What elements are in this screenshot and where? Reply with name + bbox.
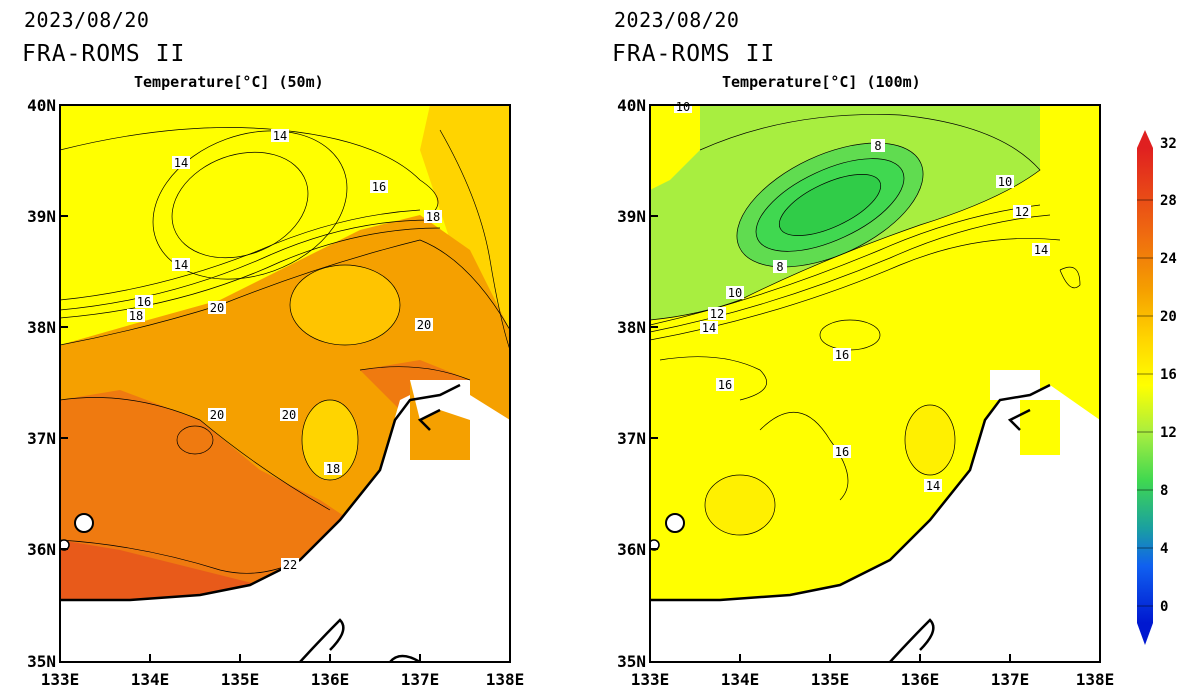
right-lat-label: 37N bbox=[617, 429, 646, 448]
left-date: 2023/08/20 bbox=[24, 8, 150, 32]
left-map-field bbox=[60, 105, 510, 662]
colorbar-label: 20 bbox=[1160, 309, 1177, 325]
right-subtitle: Temperature[°C] (100m) bbox=[722, 73, 921, 91]
right-map-frame bbox=[649, 104, 1101, 663]
right-lat-label: 39N bbox=[617, 207, 646, 226]
contour-label: 10 bbox=[728, 286, 742, 300]
axis-labels: 40N 39N 38N 37N 36N 35N 133E 134E 135E 1… bbox=[27, 96, 1114, 689]
contour-label: 20 bbox=[282, 408, 296, 422]
contour-label: 20 bbox=[210, 301, 224, 315]
left-lon-label: 136E bbox=[311, 670, 350, 689]
left-lat-label: 39N bbox=[27, 207, 56, 226]
contour-label: 10 bbox=[998, 175, 1012, 189]
left-lon-label: 137E bbox=[401, 670, 440, 689]
left-map-frame bbox=[59, 104, 511, 663]
right-contour-labels: 10 8 8 10 12 14 10 12 14 16 16 16 14 bbox=[674, 100, 1050, 493]
contour-label: 16 bbox=[835, 445, 849, 459]
left-lon-label: 138E bbox=[486, 670, 525, 689]
contour-label: 16 bbox=[372, 180, 386, 194]
right-lon-label: 134E bbox=[721, 670, 760, 689]
right-lat-label: 40N bbox=[617, 96, 646, 115]
right-lon-label: 136E bbox=[901, 670, 940, 689]
colorbar-label: 24 bbox=[1160, 251, 1177, 267]
left-lon-label: 135E bbox=[221, 670, 260, 689]
left-lat-label: 35N bbox=[27, 652, 56, 671]
left-lat-label: 37N bbox=[27, 429, 56, 448]
contour-label: 14 bbox=[1034, 243, 1048, 257]
left-model-name: FRA-ROMS II bbox=[22, 41, 186, 67]
left-lon-label: 133E bbox=[41, 670, 80, 689]
tick-marks bbox=[60, 215, 1011, 662]
contour-label: 14 bbox=[926, 479, 940, 493]
right-lat-label: 38N bbox=[617, 318, 646, 337]
contour-label: 18 bbox=[426, 210, 440, 224]
contour-label: 12 bbox=[1015, 205, 1029, 219]
right-lon-label: 138E bbox=[1076, 670, 1115, 689]
left-subtitle: Temperature[°C] (50m) bbox=[134, 73, 324, 91]
colorbar-label: 12 bbox=[1160, 425, 1177, 441]
right-lat-label: 35N bbox=[617, 652, 646, 671]
left-lat-label: 40N bbox=[27, 96, 56, 115]
left-contour-labels: 14 14 16 18 14 16 18 20 20 20 20 18 22 bbox=[127, 129, 442, 572]
colorbar-label: 16 bbox=[1160, 367, 1177, 383]
contour-label: 16 bbox=[835, 348, 849, 362]
colorbar-label: 28 bbox=[1160, 193, 1177, 209]
contour-label: 8 bbox=[776, 260, 783, 274]
left-lon-label: 134E bbox=[131, 670, 170, 689]
right-lon-label: 137E bbox=[991, 670, 1030, 689]
contour-label: 22 bbox=[283, 558, 297, 572]
right-lon-label: 135E bbox=[811, 670, 850, 689]
colorbar-label: 4 bbox=[1160, 541, 1168, 557]
contour-label: 16 bbox=[137, 295, 151, 309]
contour-label: 20 bbox=[210, 408, 224, 422]
contour-label: 18 bbox=[129, 309, 143, 323]
left-lat-label: 38N bbox=[27, 318, 56, 337]
colorbar-label: 8 bbox=[1160, 483, 1168, 499]
colorbar: 32 28 24 20 16 12 8 4 0 bbox=[1137, 130, 1177, 645]
contour-label: 12 bbox=[710, 307, 724, 321]
left-lat-label: 36N bbox=[27, 540, 56, 559]
right-model-name: FRA-ROMS II bbox=[612, 41, 776, 67]
colorbar-label: 0 bbox=[1160, 599, 1168, 615]
contour-label: 8 bbox=[874, 139, 881, 153]
colorbar-label: 32 bbox=[1160, 136, 1177, 152]
contour-label: 16 bbox=[718, 378, 732, 392]
contour-label: 10 bbox=[676, 100, 690, 114]
right-lon-label: 133E bbox=[631, 670, 670, 689]
contour-label: 14 bbox=[174, 156, 188, 170]
contour-label: 20 bbox=[417, 318, 431, 332]
contour-label: 14 bbox=[273, 129, 287, 143]
right-date: 2023/08/20 bbox=[614, 8, 740, 32]
contour-label: 18 bbox=[326, 462, 340, 476]
contour-label: 14 bbox=[174, 258, 188, 272]
contour-label: 14 bbox=[702, 321, 716, 335]
right-lat-label: 36N bbox=[617, 540, 646, 559]
